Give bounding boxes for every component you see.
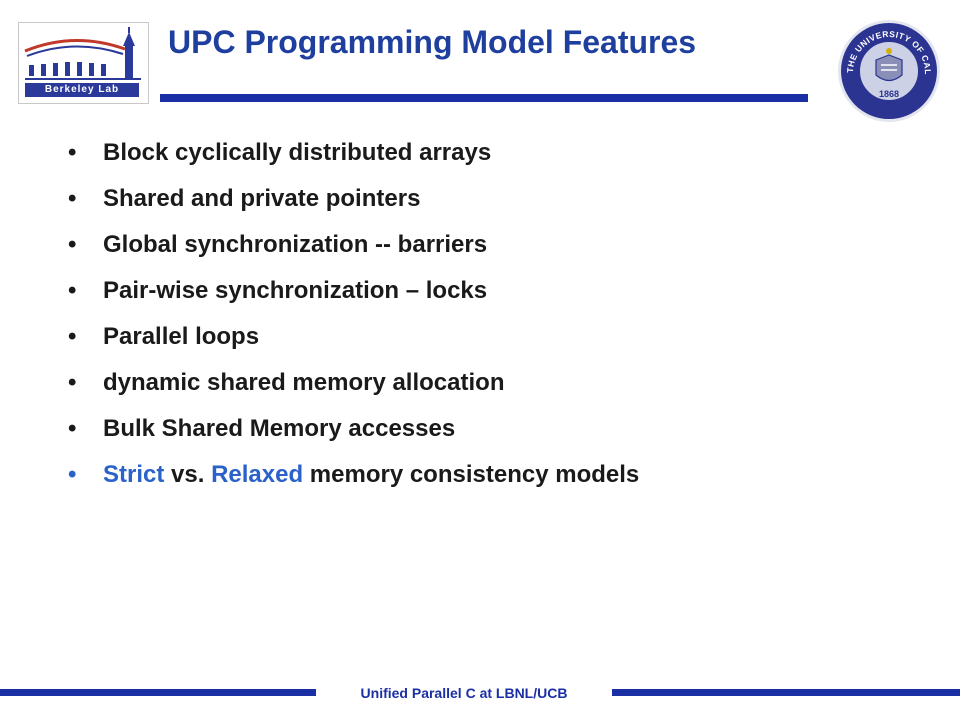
- strict-keyword: Strict: [103, 461, 165, 488]
- bullet-text-vs: vs.: [164, 461, 212, 488]
- bullet-item: • Global synchronization -- barriers: [68, 222, 639, 268]
- bullet-item: • Parallel loops: [68, 314, 639, 360]
- footer-rule-right: [612, 689, 960, 696]
- bullet-dot-icon: •: [68, 139, 77, 166]
- feature-bullet-list: • Block cyclically distributed arrays • …: [68, 130, 639, 498]
- bullet-text: Pair-wise synchronization – locks: [103, 277, 488, 304]
- title-underline-rule: [160, 94, 808, 102]
- bullet-dot-icon: •: [68, 277, 77, 304]
- bullet-dot-icon: •: [68, 461, 77, 488]
- berkeley-lab-building-icon: [24, 27, 141, 80]
- bullet-text: Block cyclically distributed arrays: [103, 139, 492, 166]
- bullet-dot-icon: •: [68, 323, 77, 350]
- footer-rule-left: [0, 689, 316, 696]
- bullet-item: • Bulk Shared Memory accesses: [68, 406, 639, 452]
- slide-title: UPC Programming Model Features: [168, 24, 697, 60]
- bullet-dot-icon: •: [68, 415, 77, 442]
- bullet-text-tail: memory consistency models: [303, 461, 640, 488]
- uc-seal-icon: THE UNIVERSITY OF CALIFORNIA 1868: [836, 18, 940, 122]
- footer-caption: Unified Parallel C at LBNL/UCB: [360, 685, 568, 701]
- bullet-dot-icon: •: [68, 185, 77, 212]
- bullet-dot-icon: •: [68, 231, 77, 258]
- bullet-text: Global synchronization -- barriers: [103, 231, 488, 258]
- bullet-item: • Shared and private pointers: [68, 176, 639, 222]
- berkeley-lab-wordmark: Berkeley Lab: [25, 83, 139, 97]
- relaxed-keyword: Relaxed: [211, 461, 304, 488]
- berkeley-lab-logo: Berkeley Lab: [18, 22, 149, 104]
- bullet-text: Parallel loops: [103, 323, 260, 350]
- bullet-item: • dynamic shared memory allocation: [68, 360, 639, 406]
- seal-year: 1868: [879, 89, 899, 99]
- bullet-text: Bulk Shared Memory accesses: [103, 415, 456, 442]
- bullet-text: Shared and private pointers: [103, 185, 421, 212]
- bullet-text: dynamic shared memory allocation: [103, 369, 505, 396]
- uc-seal-logo: THE UNIVERSITY OF CALIFORNIA 1868: [836, 18, 942, 124]
- bullet-item-consistency-models: • Strict vs. Relaxed memory consistency …: [68, 452, 639, 498]
- bullet-item: • Block cyclically distributed arrays: [68, 130, 639, 176]
- bullet-dot-icon: •: [68, 369, 77, 396]
- bullet-item: • Pair-wise synchronization – locks: [68, 268, 639, 314]
